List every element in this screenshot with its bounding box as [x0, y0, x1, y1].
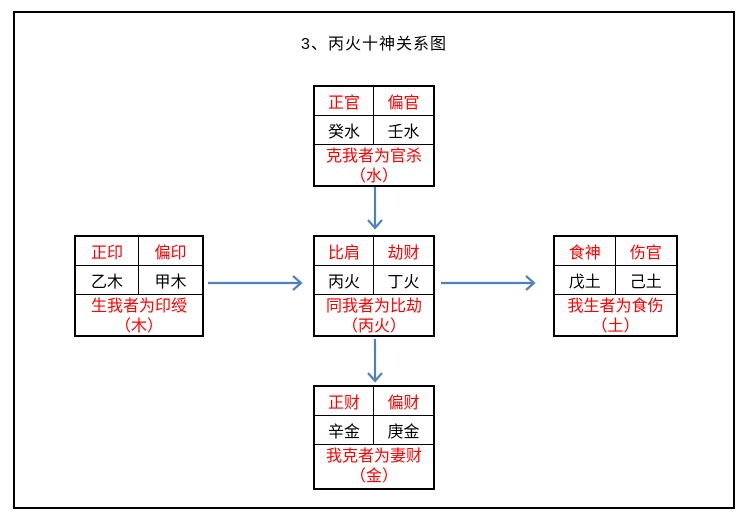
relation-description-line1: 我生者为食伤 — [567, 298, 664, 315]
stem-label: 辛金 — [315, 416, 374, 445]
box-peers-fire: 比肩 劫财 丙火 丁火 同我者为比劫 （丙火） — [313, 235, 435, 337]
ten-god-label: 偏财 — [374, 387, 433, 416]
ten-god-label: 正印 — [76, 237, 139, 266]
box-seals-wood: 正印 偏印 乙木 甲木 生我者为印绶 （木） — [74, 235, 204, 337]
arrow-center-to-bottom — [367, 339, 383, 383]
stem-label: 乙木 — [76, 266, 139, 295]
stem-label: 癸水 — [315, 116, 374, 145]
ten-god-label: 偏官 — [374, 87, 433, 116]
ten-god-label: 比肩 — [315, 237, 374, 266]
relation-description-line1: 生我者为印绶 — [90, 298, 187, 315]
relation-description-line2: （丙火） — [341, 318, 406, 335]
relation-description-line2: （金） — [349, 468, 398, 485]
relation-description: 克我者为官杀 （水） — [315, 145, 433, 187]
relation-description-line1: 同我者为比劫 — [325, 298, 422, 315]
box-wealth-metal: 正财 偏财 辛金 庚金 我克者为妻财 （金） — [313, 385, 435, 490]
diagram-frame: 3、丙火十神关系图 正官 偏官 癸水 壬水 克我者为官杀 （水） 正印 偏印 乙… — [13, 11, 735, 509]
arrow-left-to-center — [208, 275, 303, 291]
box-output-earth: 食神 伤官 戊土 己土 我生者为食伤 （土） — [553, 235, 678, 337]
relation-description-line1: 我克者为妻财 — [325, 448, 422, 465]
arrow-center-to-right — [441, 275, 536, 291]
relation-description-line1: 克我者为官杀 — [325, 148, 422, 165]
relation-description-line2: （土） — [591, 318, 640, 335]
relation-description: 同我者为比劫 （丙火） — [315, 295, 433, 337]
diagram-title: 3、丙火十神关系图 — [301, 36, 447, 53]
box-officials-water: 正官 偏官 癸水 壬水 克我者为官杀 （水） — [313, 85, 435, 187]
ten-god-label: 正官 — [315, 87, 374, 116]
ten-god-label: 食神 — [555, 237, 616, 266]
stem-label: 庚金 — [374, 416, 433, 445]
stem-label: 丁火 — [374, 266, 433, 295]
relation-description: 我生者为食伤 （土） — [555, 295, 676, 337]
stem-label: 丙火 — [315, 266, 374, 295]
ten-god-label: 正财 — [315, 387, 374, 416]
ten-god-label: 偏印 — [139, 237, 202, 266]
stem-label: 壬水 — [374, 116, 433, 145]
relation-description-line2: （木） — [114, 318, 163, 335]
arrow-top-to-center — [367, 187, 383, 230]
relation-description: 生我者为印绶 （木） — [76, 295, 202, 337]
stem-label: 己土 — [615, 266, 676, 295]
ten-god-label: 伤官 — [615, 237, 676, 266]
stem-label: 戊土 — [555, 266, 616, 295]
relation-description-line2: （水） — [349, 168, 398, 185]
stem-label: 甲木 — [139, 266, 202, 295]
ten-god-label: 劫财 — [374, 237, 433, 266]
relation-description: 我克者为妻财 （金） — [315, 445, 433, 488]
